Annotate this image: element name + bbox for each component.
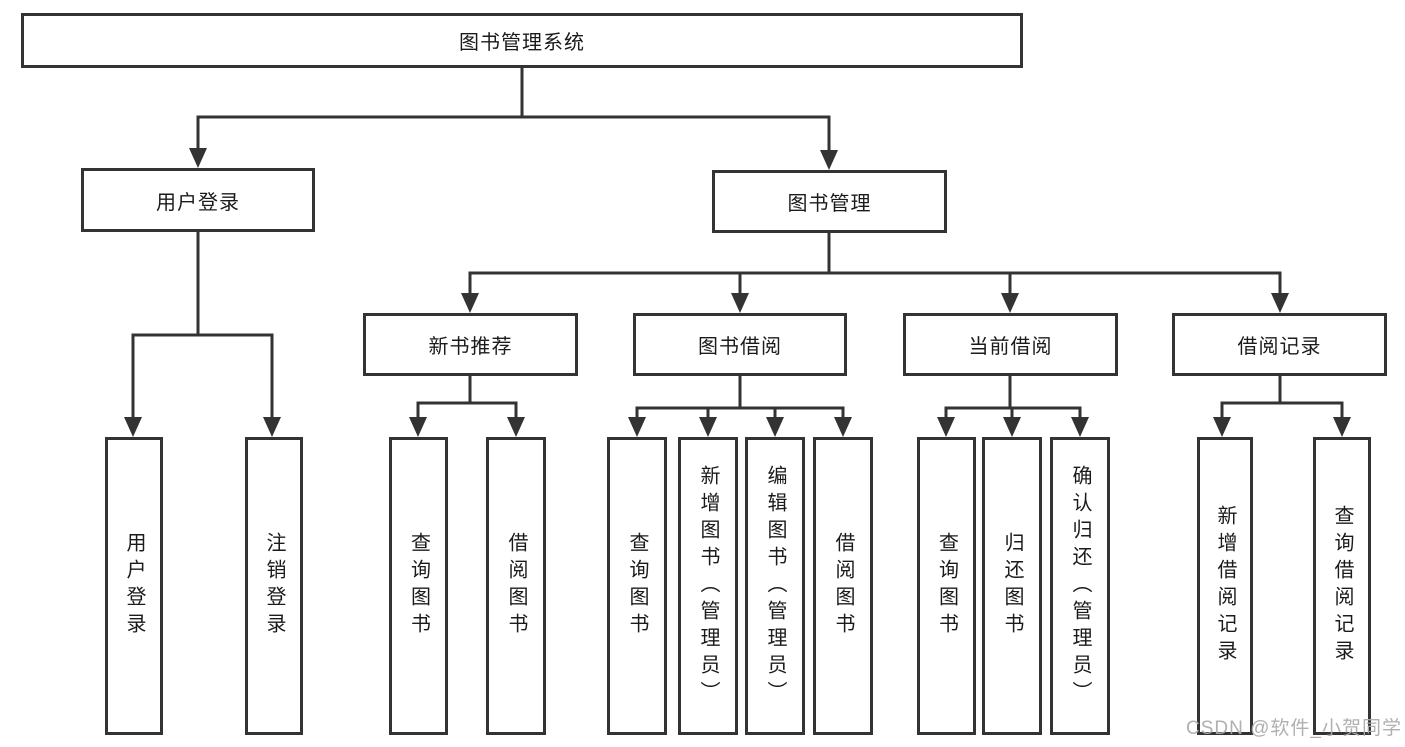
node-label: 借阅记录 — [1237, 336, 1322, 358]
leaf-add-borrow-record: 新增借阅记录 — [1197, 437, 1253, 735]
leaf-label: 注销登录 — [263, 532, 285, 640]
leaf-user-login: 用户登录 — [105, 437, 163, 735]
node-book-management-system: 图书管理系统 — [21, 13, 1023, 68]
node-user-login-module: 用户登录 — [81, 168, 315, 232]
leaf-query-books-borrow: 查询图书 — [607, 437, 667, 735]
leaf-label: 查询图书 — [935, 532, 958, 640]
leaf-edit-books-admin: 编辑图书（管理员） — [745, 437, 805, 735]
node-label: 图书借阅 — [698, 336, 782, 358]
node-book-borrowing: 图书借阅 — [633, 313, 847, 376]
leaf-label: 新增图书（管理员） — [697, 464, 719, 708]
leaf-return-books: 归还图书 — [982, 437, 1042, 735]
node-label: 当前借阅 — [968, 336, 1053, 358]
node-label: 新书推荐 — [428, 336, 513, 358]
leaf-query-books-current: 查询图书 — [917, 437, 976, 735]
leaf-query-borrow-record: 查询借阅记录 — [1313, 437, 1371, 735]
csdn-watermark: CSDN @软件_小贺同学 — [1186, 718, 1402, 739]
leaf-label: 借阅图书 — [832, 532, 854, 640]
leaf-logout: 注销登录 — [245, 437, 303, 735]
leaf-borrow-books-recommend: 借阅图书 — [486, 437, 546, 735]
node-borrowing-records: 借阅记录 — [1172, 313, 1387, 376]
node-current-borrowing: 当前借阅 — [903, 313, 1118, 376]
node-label: 图书管理系统 — [459, 32, 585, 54]
leaf-confirm-return-admin: 确认归还（管理员） — [1050, 437, 1110, 735]
node-book-management-module: 图书管理 — [712, 170, 947, 233]
leaf-label: 查询图书 — [407, 532, 430, 640]
leaf-label: 新增借阅记录 — [1214, 505, 1236, 667]
leaf-label: 编辑图书（管理员） — [764, 464, 786, 708]
leaf-label: 借阅图书 — [505, 532, 527, 640]
leaf-label: 归还图书 — [1001, 532, 1023, 640]
leaf-add-books-admin: 新增图书（管理员） — [678, 437, 738, 735]
leaf-label: 用户登录 — [123, 532, 145, 640]
leaf-query-books-recommend: 查询图书 — [389, 437, 448, 735]
leaf-label: 查询借阅记录 — [1331, 505, 1353, 667]
leaf-label: 确认归还（管理员） — [1069, 464, 1091, 708]
node-label: 用户登录 — [156, 191, 240, 214]
node-new-book-recommendation: 新书推荐 — [363, 313, 578, 376]
leaf-borrow-books: 借阅图书 — [813, 437, 873, 735]
leaf-label: 查询图书 — [626, 532, 648, 640]
node-label: 图书管理 — [787, 193, 872, 215]
